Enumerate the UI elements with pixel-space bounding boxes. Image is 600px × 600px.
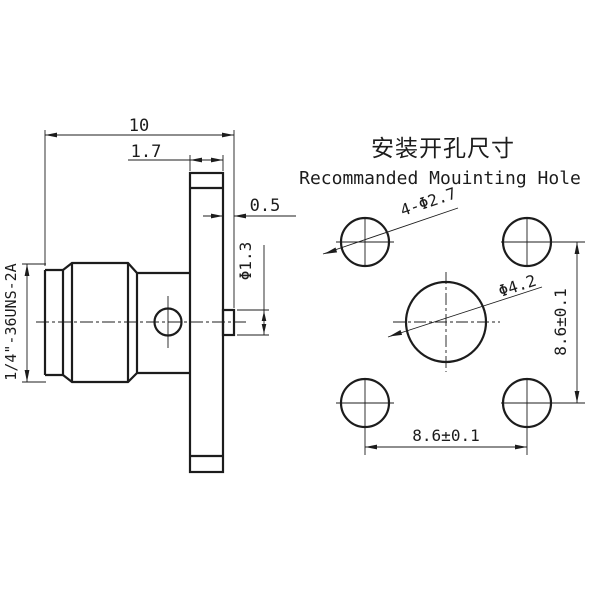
- vertical-spacing-label: 8.6±0.1: [551, 288, 570, 355]
- corner-holes: [336, 216, 585, 455]
- mounting-view: 安装开孔尺寸 Recommanded Mouinting Hole: [299, 136, 585, 455]
- flange-tab-lines: [190, 186, 223, 458]
- center-hole: [393, 272, 500, 372]
- contact-pin-outline: [221, 308, 236, 337]
- side-view-outline: [43, 171, 236, 474]
- dim-flange-thickness-label: 1.7: [131, 142, 162, 162]
- dim-pin-protrusion-label: 0.5: [250, 196, 281, 216]
- dim-pin-diameter-label: Φ1.3: [236, 242, 255, 281]
- flange-outline: [188, 171, 225, 474]
- barrel-outline: [137, 271, 190, 375]
- coupling-cap-outline: [43, 268, 65, 377]
- dim-vertical-spacing: 8.6±0.1: [551, 242, 580, 403]
- center-hole-label: Φ4.2: [496, 271, 539, 301]
- dim-overall-length-label: 10: [129, 116, 149, 136]
- dim-horizontal-spacing: 8.6±0.1: [365, 426, 527, 450]
- mounting-title-english: Recommanded Mouinting Hole: [299, 168, 581, 189]
- dim-thread-spec: 1/4"-36UNS-2A: [2, 263, 46, 383]
- hex-body-outline: [62, 261, 139, 384]
- corner-holes-label: 4-Φ2.7: [398, 184, 459, 220]
- side-view: 10 1.7 0.5 Φ1.3: [2, 116, 296, 474]
- mounting-title-chinese: 安装开孔尺寸: [371, 136, 515, 162]
- leader-corner-holes: 4-Φ2.7: [322, 184, 459, 255]
- dim-pin-diameter: Φ1.3: [236, 242, 269, 336]
- dim-pin-protrusion: 0.5: [203, 196, 296, 219]
- dim-overall-length: 10: [44, 116, 235, 308]
- horizontal-spacing-label: 8.6±0.1: [412, 426, 479, 445]
- thread-spec-label: 1/4"-36UNS-2A: [2, 263, 20, 380]
- dim-flange-thickness: 1.7: [128, 142, 224, 171]
